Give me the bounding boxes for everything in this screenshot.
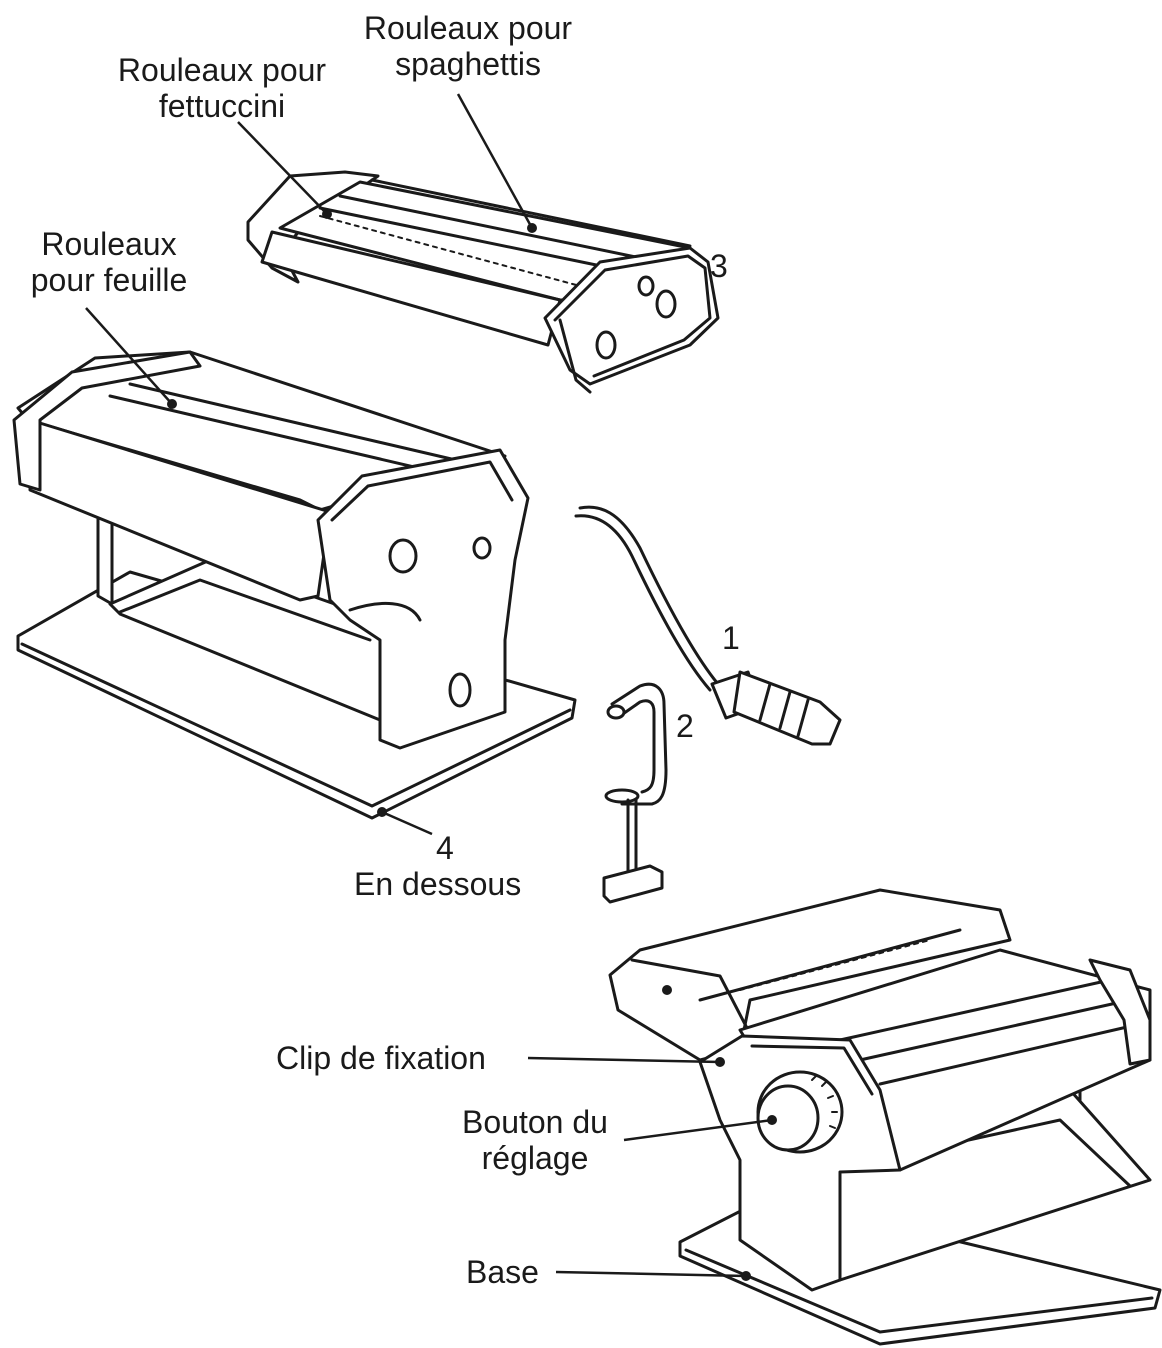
leader-sheet — [85, 307, 173, 405]
label-part-3: 3 — [710, 248, 728, 284]
label-fettuccini-line1: Rouleaux pour — [117, 52, 327, 88]
leader-fettuccini — [237, 121, 328, 215]
leader-clamp — [527, 1056, 721, 1064]
label-part-2: 2 — [676, 708, 694, 744]
label-knob-line1: Bouton du — [462, 1104, 608, 1140]
label-base: Base — [466, 1254, 539, 1290]
table-clamp — [602, 682, 668, 904]
label-spaghetti-line1: Rouleaux pour — [363, 10, 573, 46]
label-clamp: Clip de fixation — [276, 1040, 486, 1076]
label-underneath: En dessous — [354, 866, 522, 902]
label-fettuccini-line2: fettuccini — [158, 88, 286, 124]
leader-underneath — [381, 810, 433, 836]
label-sheet-line1: Rouleaux — [41, 226, 177, 262]
label-part-4: 4 — [436, 830, 454, 866]
label-sheet-line2: pour feuille — [30, 262, 188, 298]
label-knob-line2: réglage — [481, 1140, 589, 1176]
cutter-attachment — [246, 170, 720, 394]
label-spaghetti-rollers: Rouleaux pour spaghettis — [340, 10, 596, 82]
main-machine — [12, 350, 577, 820]
label-part-1: 1 — [722, 620, 740, 656]
crank-handle — [574, 505, 842, 746]
label-adjust-knob: Bouton du réglage — [446, 1104, 624, 1176]
leader-knob — [623, 1118, 773, 1142]
label-spaghetti-line2: spaghettis — [395, 46, 541, 82]
leader-lines — [85, 93, 773, 1278]
leader-spaghetti — [456, 93, 534, 229]
label-fettuccini-rollers: Rouleaux pour fettuccini — [96, 52, 348, 124]
label-sheet-rollers: Rouleaux pour feuille — [14, 226, 204, 298]
leader-base — [555, 1270, 747, 1278]
assembled-machine — [608, 888, 1162, 1346]
